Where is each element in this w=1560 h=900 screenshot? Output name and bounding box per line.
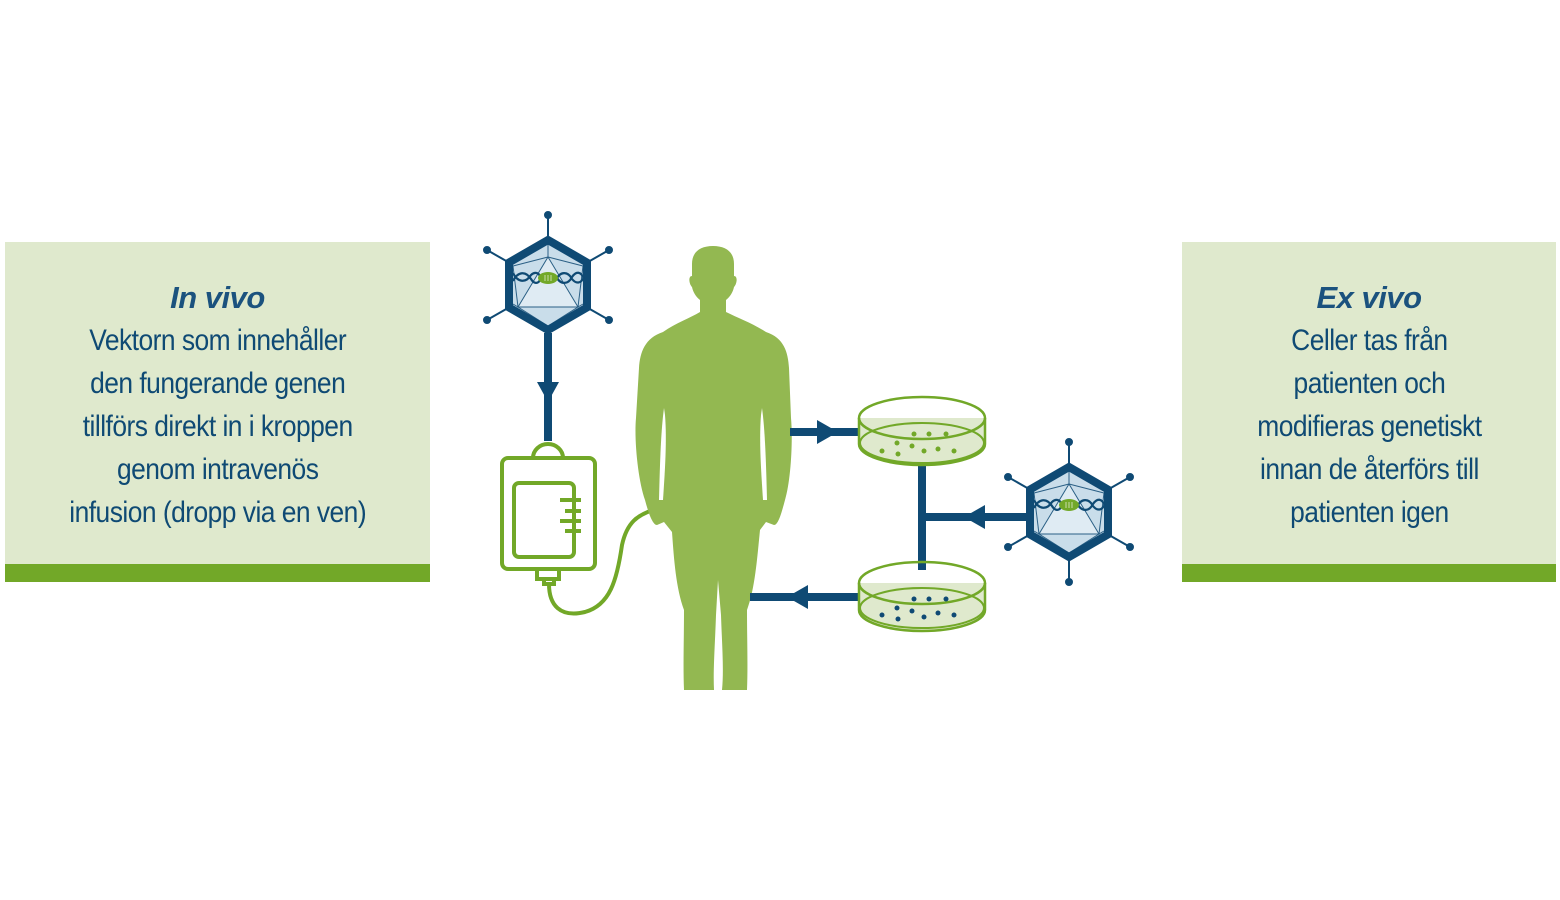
ex-vivo-line: patienten igen [1289, 496, 1449, 529]
iv-bag-icon [500, 442, 654, 616]
ex-vivo-line: modifieras genetiskt [1256, 410, 1482, 443]
ex-vivo-line: patienten och [1293, 367, 1445, 400]
ex-vivo-panel: Ex vivo Celler tas från patienten och mo… [1182, 242, 1556, 582]
in-vivo-text: In vivo Vektorn som innehåller den funge… [49, 276, 386, 534]
in-vivo-title: In vivo [170, 280, 265, 315]
human-silhouette [635, 246, 792, 690]
in-vivo-line: infusion (dropp via en ven) [69, 496, 366, 529]
petri-dish-untreated-icon [857, 395, 987, 467]
in-vivo-panel: In vivo Vektorn som innehåller den funge… [5, 242, 430, 582]
ex-vivo-text: Ex vivo Celler tas från patienten och mo… [1242, 276, 1497, 534]
arrow-vector-to-iv [537, 333, 559, 441]
ex-vivo-accent-bar [1182, 564, 1556, 582]
viral-vector-icon [1005, 439, 1133, 585]
in-vivo-line: Vektorn som innehåller [89, 324, 346, 357]
ex-vivo-line: Celler tas från [1290, 324, 1448, 357]
ex-vivo-title: Ex vivo [1316, 280, 1422, 315]
in-vivo-accent-bar [5, 564, 430, 582]
connector-vector-to-dishes [918, 465, 1030, 570]
arrow-dish-to-body [750, 585, 860, 609]
in-vivo-line: genom intravenös [116, 453, 319, 486]
in-vivo-line: tillförs direkt in i kroppen [82, 410, 353, 443]
arrow-body-to-dish [790, 420, 860, 444]
ex-vivo-line: innan de återförs till [1259, 453, 1479, 486]
petri-dish-modified-icon [857, 560, 987, 633]
in-vivo-line: den fungerande genen [89, 367, 346, 400]
